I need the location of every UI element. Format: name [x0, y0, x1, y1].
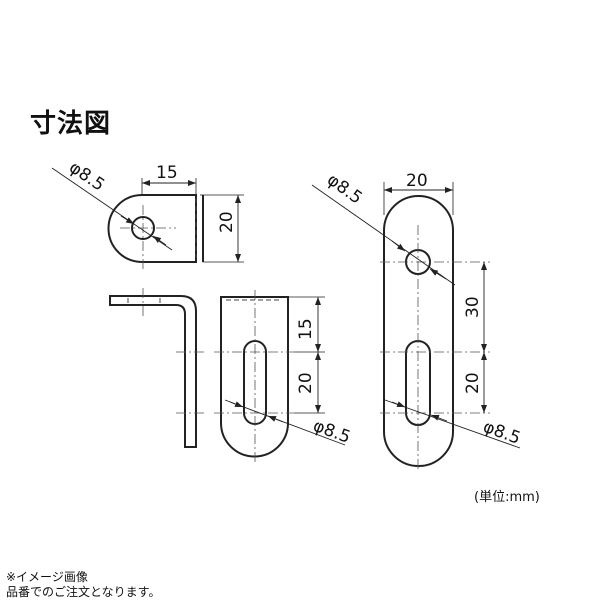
slot-hole-label: φ8.5 — [310, 416, 353, 448]
large-lower-label: 20 — [463, 372, 483, 394]
small-width-label: 15 — [156, 163, 178, 183]
page-title: 寸法図 — [30, 109, 112, 139]
small-hole — [131, 216, 155, 240]
large-upper-label: 30 — [463, 296, 483, 318]
image-note-line1: ※イメージ画像 — [6, 570, 88, 584]
slot-bracket-view — [214, 290, 346, 465]
large-slot-hole-label: φ8.5 — [480, 417, 523, 449]
image-note: ※イメージ画像 品番でのご注文となります。 — [6, 570, 160, 600]
image-note-line2: 品番でのご注文となります。 — [6, 585, 161, 599]
large-bracket-view — [311, 182, 521, 470]
unit-note: (単位:mm) — [474, 490, 540, 505]
large-width-label: 20 — [406, 171, 428, 191]
large-top-hole-label: φ8.5 — [323, 170, 366, 209]
slot-lower-label: 20 — [296, 372, 316, 394]
small-height-label: 20 — [217, 211, 237, 233]
small-hole-label: φ8.5 — [65, 158, 108, 196]
small-bracket-side-view — [109, 288, 205, 448]
small-bracket-top-view — [51, 167, 244, 270]
slot-upper-label: 15 — [296, 318, 316, 340]
